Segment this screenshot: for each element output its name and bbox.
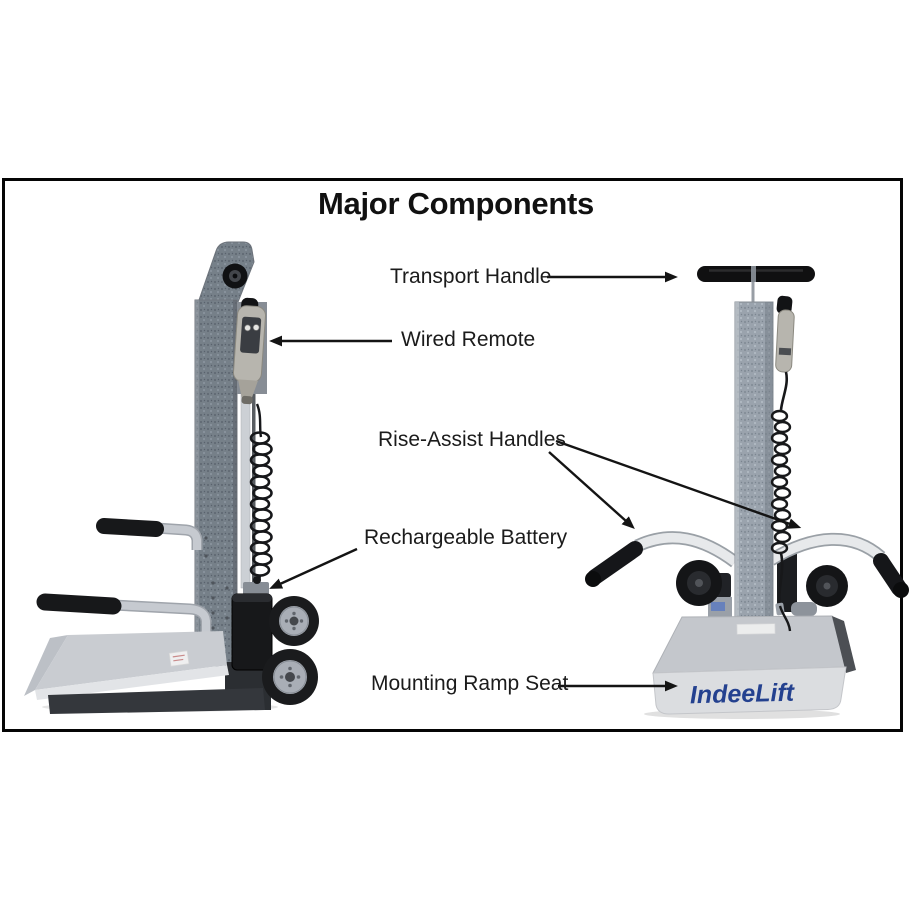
mast-foot-label [736, 623, 776, 635]
wheel-lower [262, 649, 318, 705]
mast-highlight [195, 300, 199, 666]
base-side-shade [832, 616, 856, 673]
wheel-upper [269, 596, 319, 646]
ramp-flap [24, 635, 68, 696]
under-base [48, 688, 265, 714]
mast-shade [233, 300, 237, 666]
label-wired-remote: Wired Remote [401, 328, 536, 351]
label-rise-assist-handles: Rise-Assist Handles [378, 428, 566, 451]
mast-highlight [735, 302, 739, 633]
wheel-left [676, 560, 722, 606]
motor-cylinder [791, 602, 817, 616]
lift-rod [252, 302, 256, 588]
handle-grip-upper [96, 518, 164, 537]
platform-sticker [168, 650, 190, 667]
bracket-label [711, 602, 725, 611]
platform-seat [35, 631, 227, 690]
coiled-cord [249, 403, 273, 595]
indeelift-logo: IndeeLift [690, 679, 797, 710]
wired-remote-device [775, 295, 795, 373]
mast-shade [765, 302, 773, 633]
platform-edge [35, 665, 229, 700]
wired-remote-device [232, 297, 266, 405]
mast [194, 299, 238, 667]
handle-grip-lower [36, 593, 122, 615]
cord-tail [778, 605, 792, 632]
page-title: Major Components [318, 186, 594, 221]
battery-connector [243, 582, 269, 596]
rise-assist-handles-side [36, 518, 212, 650]
wheel-right [806, 565, 848, 607]
battery-top [232, 594, 272, 602]
label-rechargeable-battery: Rechargeable Battery [364, 526, 568, 549]
battery-pack [231, 593, 273, 671]
battery-cable [253, 576, 261, 584]
base-front-face [652, 666, 847, 715]
handle-joint [751, 266, 756, 282]
label-transport-handle: Transport Handle [390, 265, 552, 288]
handle-stem [751, 280, 755, 304]
lift-front-view-illustration: IndeeLift [585, 266, 909, 719]
lift-side-view-illustration [24, 241, 319, 714]
label-mounting-ramp-seat: Mounting Ramp Seat [371, 672, 569, 695]
pulley-axle [232, 273, 238, 279]
rise-assist-handle-left [585, 531, 739, 587]
